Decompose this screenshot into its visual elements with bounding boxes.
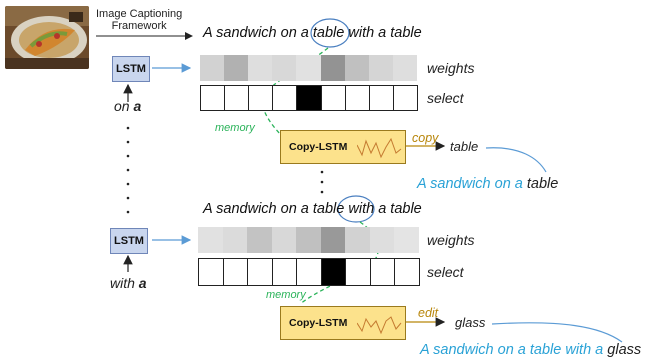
- bottom-focus-ellipse: [337, 195, 375, 223]
- top-result-caption: A sandwich on a table: [417, 176, 559, 192]
- bottom-weights-label: weights: [427, 232, 475, 248]
- top-select-cell-4: [296, 85, 322, 111]
- top-caption-focus: table: [312, 25, 345, 41]
- framework-label-line-1: Image Captioning: [96, 8, 183, 20]
- bottom-input-word: with a: [110, 275, 147, 291]
- bottom-weight-cell-8: [394, 227, 419, 253]
- top-weight-cell-7: [368, 55, 393, 81]
- bottom-select-cell-0: [198, 258, 224, 286]
- top-lstm-box: LSTM: [112, 56, 150, 82]
- framework-label-line-2: Framework: [111, 20, 167, 32]
- bottom-output-word: glass: [455, 315, 486, 330]
- top-select-row: [200, 85, 418, 111]
- bottom-select-cell-5: [320, 258, 347, 286]
- top-select-cell-2: [248, 85, 274, 111]
- bottom-select-label: select: [427, 264, 464, 280]
- top-copy-lstm-box: Copy-LSTM: [280, 130, 406, 164]
- bottom-weights-row: [198, 227, 419, 253]
- bottom-caption: A sandwich on a table with a table: [203, 201, 422, 217]
- top-copy-lstm-signal: [357, 137, 402, 159]
- top-weight-cell-5: [320, 55, 345, 81]
- top-weight-cell-6: [344, 55, 369, 81]
- bottom-select-cell-4: [296, 258, 322, 286]
- bottom-caption-focus: with: [348, 201, 375, 217]
- bottom-weight-cell-3: [271, 227, 297, 253]
- top-weights-row: [200, 55, 417, 81]
- top-copy-lstm-label: Copy-LSTM: [289, 141, 348, 153]
- top-weight-cell-1: [224, 55, 249, 81]
- top-result-curve: [485, 147, 547, 173]
- bottom-copy-lstm-signal: [357, 316, 402, 335]
- top-select-cell-8: [392, 85, 418, 111]
- bottom-copy-lstm-box: Copy-LSTM: [280, 306, 406, 340]
- bottom-weight-cell-1: [222, 227, 248, 253]
- vertical-dots: [126, 126, 324, 214]
- bottom-result-curve: [491, 322, 623, 343]
- top-weight-cell-0: [200, 55, 225, 81]
- bottom-result-caption: A sandwich on a table with a glass: [420, 342, 642, 358]
- bottom-weight-cell-6: [345, 227, 370, 253]
- top-caption: A sandwich on a table with a table: [203, 25, 422, 41]
- bottom-lstm-box: LSTM: [110, 228, 148, 254]
- top-op-label: copy: [412, 131, 439, 145]
- top-input-word: on a: [114, 98, 142, 114]
- bottom-weight-cell-4: [296, 227, 321, 253]
- bottom-weight-cell-2: [247, 227, 272, 253]
- bottom-select-cell-8: [394, 258, 420, 286]
- top-weight-cell-8: [392, 55, 417, 81]
- bottom-weight-cell-0: [198, 227, 223, 253]
- top-select-cell-1: [224, 85, 250, 111]
- top-select-label: select: [427, 90, 464, 106]
- bottom-weight-cell-7: [369, 227, 395, 253]
- top-select-cell-0: [200, 85, 226, 111]
- top-select-cell-6: [344, 85, 370, 111]
- bottom-select-cell-3: [271, 258, 298, 286]
- bottom-select-cell-6: [345, 258, 371, 286]
- top-focus-ellipse: [310, 18, 350, 48]
- top-select-cell-3: [272, 85, 298, 111]
- food-photo-thumbnail: [5, 6, 89, 69]
- bottom-copy-lstm-label: Copy-LSTM: [289, 317, 348, 329]
- bottom-select-cell-7: [369, 258, 396, 286]
- top-output-word: table: [450, 139, 479, 154]
- bottom-select-row: [198, 258, 420, 286]
- top-select-cell-5: [320, 85, 346, 111]
- framework-label: Image Captioning Framework: [96, 8, 182, 32]
- bottom-op-label: edit: [418, 306, 439, 320]
- top-weight-cell-2: [248, 55, 273, 81]
- top-memory-label: memory: [215, 122, 255, 134]
- top-weights-label: weights: [427, 60, 475, 76]
- top-select-cell-7: [368, 85, 394, 111]
- top-weight-cell-3: [272, 55, 297, 81]
- top-weight-cell-4: [296, 55, 321, 81]
- bottom-memory-label: memory: [266, 289, 306, 301]
- bottom-select-cell-1: [222, 258, 249, 286]
- bottom-select-cell-2: [247, 258, 273, 286]
- bottom-weight-cell-5: [320, 227, 346, 253]
